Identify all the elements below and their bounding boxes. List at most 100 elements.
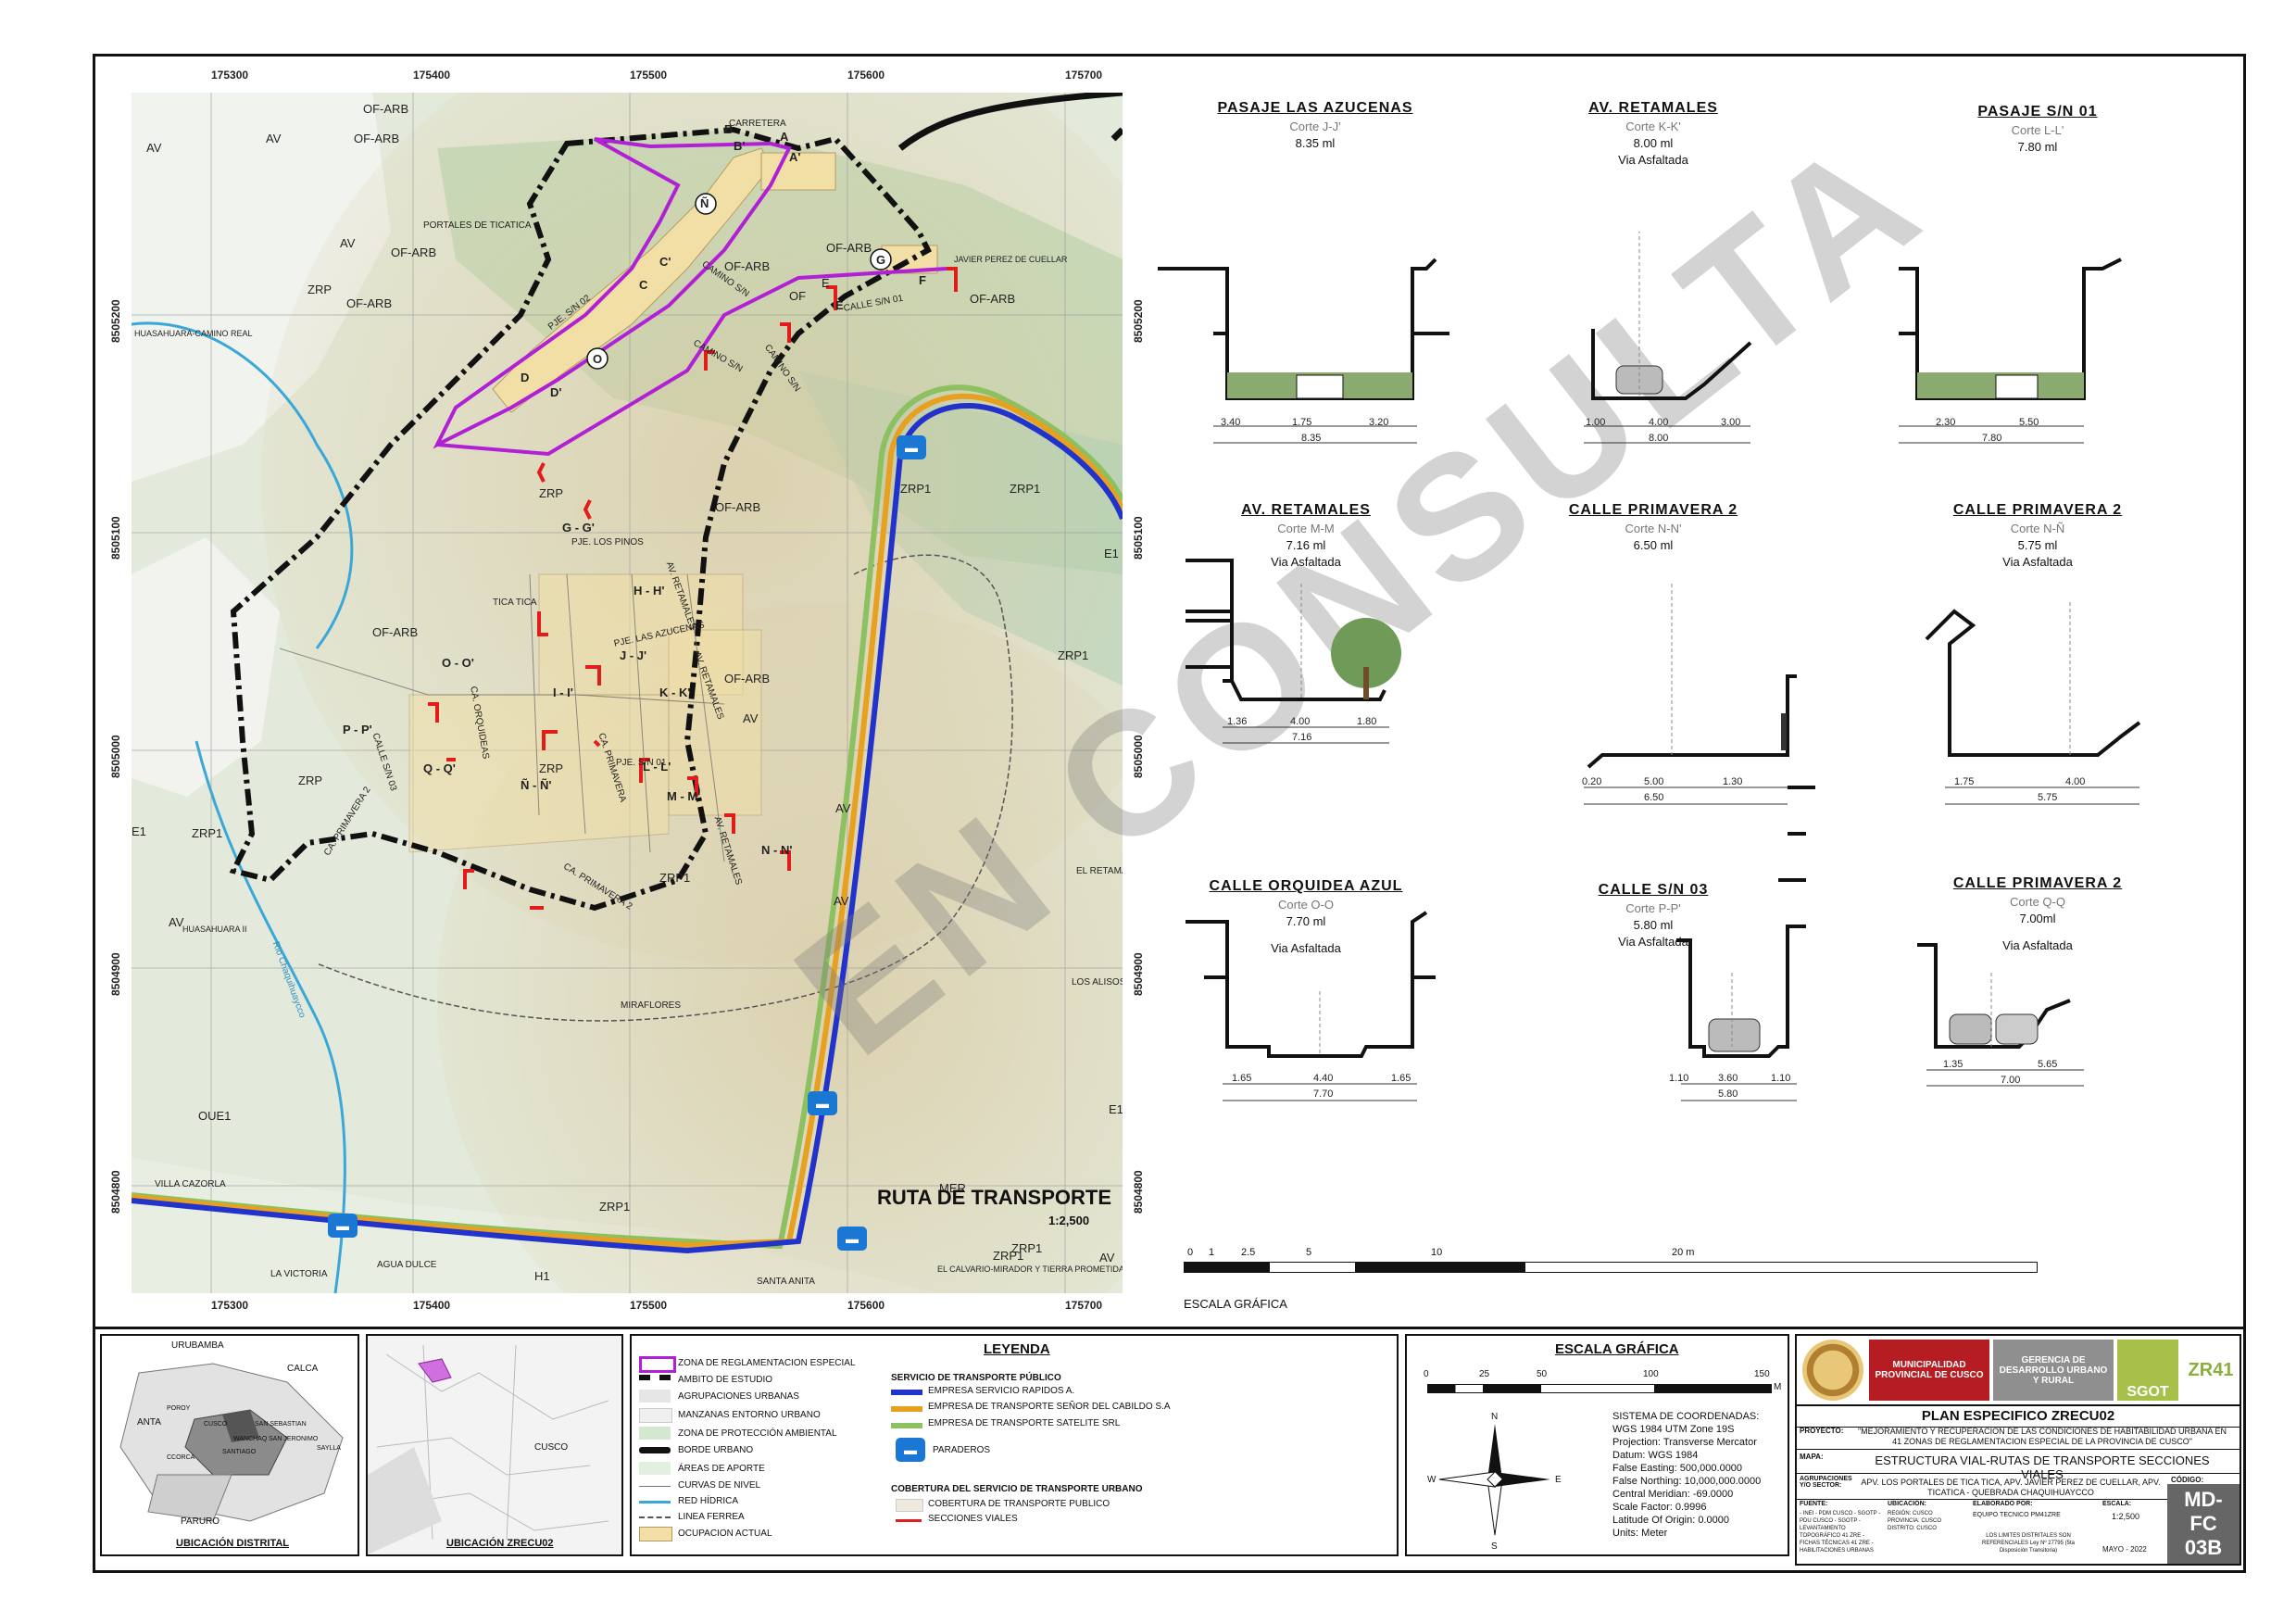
street-label: PJE. LOS PINOS: [571, 537, 644, 547]
section-letter: Ñ: [700, 196, 709, 210]
section-pair: N - N': [761, 843, 793, 857]
ubicacion-label: UBICACIÓN:: [1888, 1501, 1926, 1507]
legend-item: PARADEROS: [933, 1445, 991, 1455]
scale-tick: 25: [1479, 1369, 1490, 1379]
section-s8: CALLE S/N 03 Corte P-P' 5.80 ml Via Asfa…: [1542, 882, 1764, 949]
zone-label: OF-ARB: [363, 102, 409, 116]
east-label: E: [1555, 1475, 1562, 1485]
north-label: N: [1491, 1412, 1499, 1422]
zone-label: ZRP1: [1011, 1241, 1043, 1255]
scale-bar: [1427, 1384, 1772, 1393]
dim: 4.00: [1649, 417, 1669, 428]
dim-total: 5.75: [2038, 792, 2058, 803]
section-corte: Corte N-N': [1625, 522, 1682, 535]
place-label: HUASAHUARA II: [182, 925, 247, 934]
section-surface: Via Asfaltada: [1618, 153, 1688, 167]
scale-tick: 0: [1187, 1247, 1194, 1258]
scale-tick: 1: [1209, 1247, 1215, 1258]
dim-total: 7.00: [2001, 1075, 2021, 1086]
section-letter: C': [659, 255, 671, 269]
dim: 1.75: [1292, 417, 1312, 428]
dim: 1.00: [1586, 417, 1606, 428]
fuente: - INEI - PDM CUSCO - SGOTP - PDU CUSCO -…: [1800, 1511, 1881, 1554]
main-map[interactable]: AV OF-ARB OF-ARB AV AV PORTALES DE TICAT…: [132, 93, 1123, 1293]
escala-label: ESCALA:: [2102, 1501, 2132, 1507]
zone-label: ZRP: [539, 486, 563, 500]
street-label: PJE. S/N 01: [616, 758, 667, 768]
section-letter: F: [919, 273, 926, 287]
section-title: PASAJE LAS AZUCENAS: [1217, 100, 1413, 116]
neighborhood-label: PORTALES DE TICATICA: [423, 220, 532, 231]
bus-stop-icon[interactable]: ▬: [897, 435, 926, 459]
graphic-scale-label: ESCALA GRÁFICA: [1184, 1297, 1287, 1311]
section-title: CALLE PRIMAVERA 2: [1952, 875, 2123, 891]
elaborado: EQUIPO TECNICO PM41ZRE: [1973, 1512, 2061, 1518]
sheet-frame: [93, 54, 2246, 1573]
bus-stop-icon[interactable]: ▬: [808, 1091, 837, 1115]
zone-label: ZRP1: [993, 1249, 1024, 1263]
scale-title: ESCALA GRÁFICA: [1555, 1341, 1679, 1357]
section-corte: Corte L-L': [2011, 123, 2064, 137]
x-tick: 175600: [847, 69, 885, 82]
zone-label: H1: [534, 1269, 550, 1283]
legend-item: SECCIONES VIALES: [928, 1514, 1018, 1524]
plan-title: PLAN ESPECIFICO ZRECU02: [1797, 1404, 2240, 1428]
y-tick-right: 8504900: [1132, 952, 1145, 996]
y-tick-right: 8504800: [1132, 1170, 1145, 1214]
legend-item: EMPRESA SERVICIO RAPIDOS A.: [928, 1386, 1075, 1396]
section-title: AV. RETAMALES: [1588, 100, 1718, 116]
district-label: SAYLLA: [317, 1445, 341, 1452]
section-width: 7.00ml: [2019, 912, 2056, 925]
coord-system: SISTEMA DE COORDENADAS: WGS 1984 UTM Zon…: [1612, 1411, 1762, 1539]
locator-district[interactable]: URUBAMBA CALCA ANTA PARURO CUSCO SAN SEB…: [100, 1334, 359, 1556]
title-block: MUNICIPALIDAD PROVINCIAL DE CUSCO GERENC…: [1795, 1334, 2241, 1566]
legend-swatch: [891, 1406, 922, 1412]
legend-swatch: [639, 1408, 672, 1423]
section-letter: O: [593, 352, 603, 366]
section-s7: CALLE ORQUIDEA AZUL Corte O-O 7.70 ml Vi…: [1195, 878, 1417, 955]
dim-total: 7.70: [1313, 1088, 1334, 1100]
zone-label: AV: [146, 141, 162, 155]
dim: 3.60: [1718, 1073, 1738, 1084]
elaborado-label: ELABORADO POR:: [1973, 1501, 2033, 1507]
section-drawings: [1158, 232, 2141, 1101]
dim: 1.65: [1391, 1073, 1411, 1084]
section-surface: Via Asfaltada: [2002, 938, 2073, 952]
section-s5: CALLE PRIMAVERA 2 Corte N-N' 6.50 ml: [1542, 502, 1764, 552]
dim-total: 7.16: [1292, 732, 1312, 743]
zone-label: ZRP: [298, 774, 322, 787]
section-corte: Corte M-M: [1277, 522, 1335, 535]
dim: 3.40: [1221, 417, 1241, 428]
district-label: CALCA: [287, 1364, 319, 1374]
x-tick-bottom: 175400: [413, 1299, 451, 1312]
section-surface: Via Asfaltada: [1618, 935, 1688, 949]
district-label: ANTA: [137, 1417, 161, 1428]
section-s9: CALLE PRIMAVERA 2 Corte Q-Q 7.00ml Via A…: [1926, 875, 2149, 952]
section-corte: Corte P-P': [1625, 901, 1681, 915]
section-title: AV. RETAMALES: [1241, 502, 1371, 518]
mapa-label: MAPA:: [1800, 1453, 1824, 1461]
legend-swatch: [896, 1499, 923, 1512]
section-pair: Ñ - Ñ': [521, 778, 552, 792]
section-s3: PASAJE S/N 01 Corte L-L' 7.80 ml: [1926, 104, 2149, 154]
place-label: LA VICTORIA: [270, 1269, 328, 1279]
zone-label: OF-ARB: [354, 132, 400, 145]
fuente-label: FUENTE:: [1800, 1501, 1828, 1507]
dim-total: 8.00: [1649, 433, 1669, 444]
section-width: 7.16 ml: [1286, 538, 1326, 552]
street-label: CARRETERA: [729, 119, 786, 129]
zone-label: MER: [939, 1181, 966, 1195]
legend-swatch: [639, 1375, 671, 1380]
locator-zone[interactable]: CUSCO UBICACIÓN ZRECU02: [366, 1334, 623, 1556]
district-label: SAN JERONIMO: [269, 1436, 319, 1442]
legend-item: ZONA DE PROTECCIÓN AMBIENTAL: [678, 1428, 837, 1439]
place-label: HUASAHUARA-CAMINO REAL: [134, 329, 253, 338]
section-letter: E: [835, 298, 844, 312]
dim: 1.80: [1357, 716, 1377, 727]
dim-total: 6.50: [1644, 792, 1664, 803]
dim: 1.10: [1669, 1073, 1689, 1084]
dim: 3.00: [1721, 417, 1741, 428]
bus-stop-icon[interactable]: ▬: [328, 1214, 358, 1238]
bus-stop-icon[interactable]: ▬: [837, 1227, 867, 1251]
x-tick-bottom: 175300: [211, 1299, 249, 1312]
